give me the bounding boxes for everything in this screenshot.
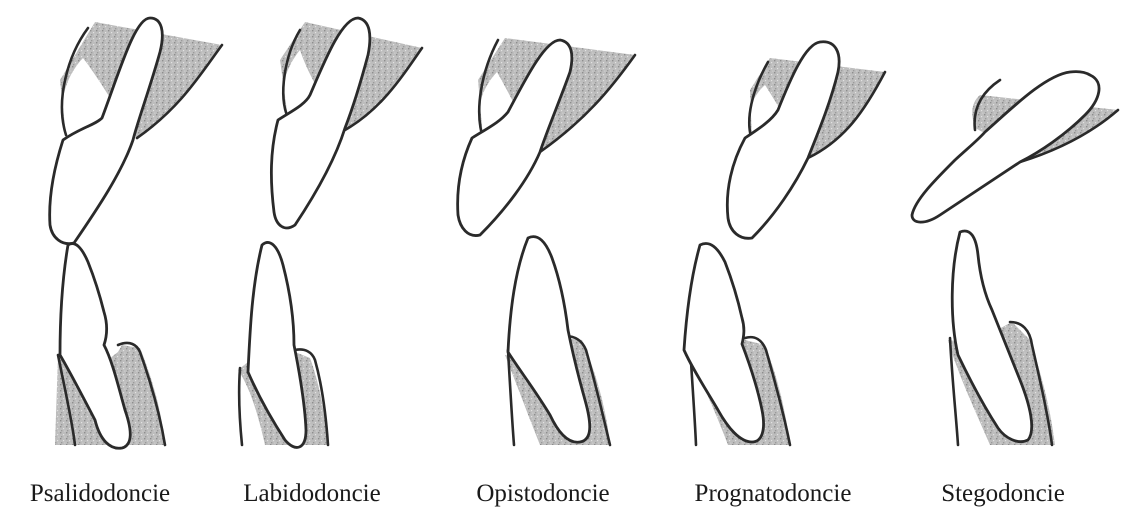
figure-opistodoncie [458, 38, 635, 445]
label-stegodoncie: Stegodoncie [941, 480, 1065, 508]
label-prognatodoncie: Prognatodoncie [695, 480, 852, 508]
figure-stegodoncie [912, 72, 1118, 445]
lower-incisor [248, 242, 306, 447]
figure-labidodoncie [238, 18, 422, 447]
figure-psalidodoncie [50, 18, 222, 448]
figure-prognatodoncie [684, 42, 885, 445]
label-labidodoncie: Labidodoncie [243, 480, 380, 508]
label-psalidodoncie: Psalidodoncie [30, 480, 170, 508]
label-opistodoncie: Opistodoncie [476, 480, 609, 508]
upper-incisor [912, 72, 1099, 223]
